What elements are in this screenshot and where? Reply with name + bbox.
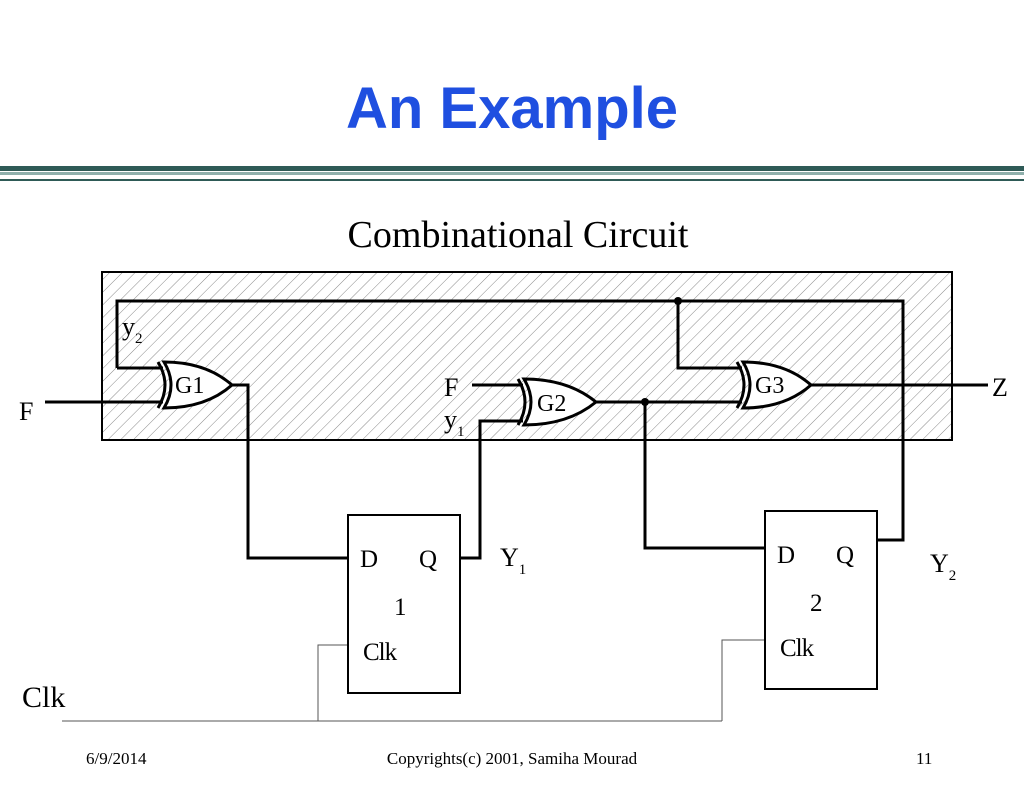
flipflop-2: D Q 2 Clk bbox=[764, 510, 878, 690]
wire-top-bus bbox=[115, 299, 905, 542]
title-divider-bottom bbox=[0, 179, 1024, 181]
junction-dot-mid bbox=[641, 398, 649, 406]
page-title: An Example bbox=[346, 76, 678, 141]
wire-g2-to-ff2 bbox=[643, 402, 765, 550]
clock-to-ff2 bbox=[721, 639, 765, 721]
ff1-q-label: Q bbox=[419, 546, 437, 573]
wires bbox=[45, 299, 988, 560]
ff2-id-label: 2 bbox=[810, 590, 823, 617]
combinational-circuit-label: Combinational Circuit bbox=[348, 214, 689, 256]
gate-g2 bbox=[516, 377, 599, 427]
gate-g1-label: G1 bbox=[175, 373, 204, 399]
footer-copyright: Copyrights(c) 2001, Samiha Mourad bbox=[386, 749, 638, 768]
flipflop-1: D Q 1 Clk bbox=[347, 514, 461, 694]
wire-y1-to-g2 bbox=[460, 419, 523, 560]
gate-g2-label: G2 bbox=[537, 391, 566, 417]
wire-bus-to-g3 bbox=[676, 301, 742, 370]
junction-dot-top bbox=[674, 297, 682, 305]
ff2-clk-label: Clk bbox=[780, 635, 815, 662]
wire-g1-to-ff1 bbox=[232, 383, 348, 560]
input-f-left-label: F bbox=[19, 397, 33, 426]
output-z-label: Z bbox=[992, 373, 1008, 402]
ff2-q-label: Q bbox=[836, 542, 854, 569]
ff1-output-label: Y1 bbox=[500, 543, 526, 578]
gate-g3-label: G3 bbox=[755, 373, 784, 399]
feedback-y1-label: y1 bbox=[444, 405, 465, 440]
combinational-region bbox=[101, 271, 953, 441]
clk-input-label: Clk bbox=[22, 681, 65, 714]
gate-g1 bbox=[156, 360, 235, 410]
clock-wires bbox=[62, 639, 765, 722]
footer-page-number: 11 bbox=[916, 749, 933, 768]
title-divider-top bbox=[0, 166, 1024, 171]
ff2-output-label: Y2 bbox=[930, 549, 956, 584]
ff2-d-label: D bbox=[777, 542, 795, 569]
gate-g3 bbox=[735, 360, 814, 410]
feedback-y2-label: y2 bbox=[122, 312, 143, 347]
ff1-id-label: 1 bbox=[394, 594, 407, 621]
title-divider-mid bbox=[0, 172, 1024, 175]
input-f-mid-label: F bbox=[444, 373, 458, 402]
clock-to-ff1 bbox=[317, 644, 348, 721]
ff1-d-label: D bbox=[360, 546, 378, 573]
ff1-clk-label: Clk bbox=[363, 639, 398, 666]
footer-date: 6/9/2014 bbox=[86, 749, 147, 768]
